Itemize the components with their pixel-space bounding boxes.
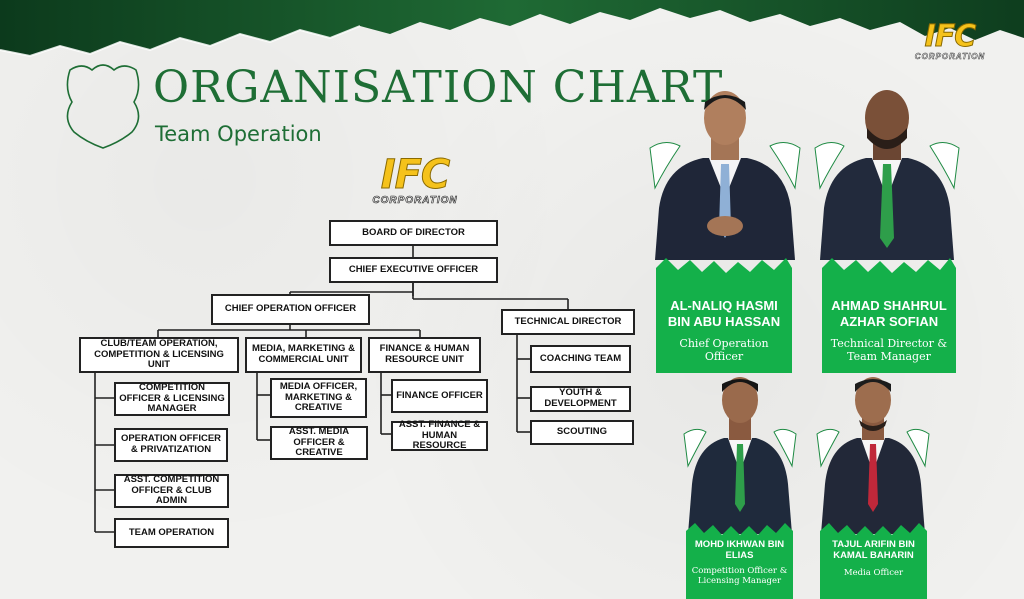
person-card: AHMAD SHAHRUL AZHAR SOFIAN Technical Dir… (822, 258, 956, 373)
club-unit-box: CLUB/TEAM OPERATION, COMPETITION & LICEN… (79, 337, 239, 373)
top-logo: IFC CORPORATION (900, 19, 1000, 62)
person-name: TAJUL ARIFIN BIN KAMAL BAHARIN (832, 539, 915, 562)
club-role-box: TEAM OPERATION (114, 518, 229, 548)
media-role-box: ASST. MEDIA OFFICER & CREATIVE (270, 426, 368, 460)
person-photo-media-officer (816, 377, 930, 534)
green-striped-tie-icon (880, 164, 894, 248)
person-photo-coo (649, 91, 801, 260)
center-logo: IFC CORPORATION (355, 152, 475, 207)
center-logo-word: IFC (380, 152, 451, 198)
person-photo-competition-officer (683, 377, 797, 534)
person-role: Chief Operation Officer (679, 337, 769, 364)
crest-outline-icon (66, 64, 140, 149)
person-role: Technical Director & Team Manager (830, 337, 948, 364)
person-name: AHMAD SHAHRUL AZHAR SOFIAN (831, 298, 947, 329)
page-title: ORGANISATION CHART (153, 62, 724, 113)
red-tie-icon (868, 444, 878, 512)
person-photo-technical-director (814, 90, 960, 260)
green-striped-tie-icon (735, 444, 745, 512)
club-role-box: OPERATION OFFICER & PRIVATIZATION (114, 428, 228, 462)
person-role: Competition Officer & Licensing Manager (691, 565, 788, 586)
media-role-box: MEDIA OFFICER, MARKETING & CREATIVE (270, 378, 367, 418)
ceo-box: CHIEF EXECUTIVE OFFICER (329, 257, 498, 283)
technical-director-box: TECHNICAL DIRECTOR (501, 309, 635, 335)
finance-role-box: FINANCE OFFICER (391, 379, 488, 413)
finance-role-box: ASST. FINANCE & HUMAN RESOURCE (391, 419, 488, 451)
center-logo-subtext: CORPORATION (372, 195, 458, 207)
page-subtitle: Team Operation (155, 122, 322, 146)
person-role: Media Officer (843, 567, 904, 578)
media-unit-box: MEDIA, MARKETING & COMMERCIAL UNIT (245, 337, 362, 373)
person-card: TAJUL ARIFIN BIN KAMAL BAHARIN Media Off… (820, 523, 927, 599)
finance-unit-box: FINANCE & HUMAN RESOURCE UNIT (368, 337, 481, 373)
tech-role-box: YOUTH & DEVELOPMENT (530, 386, 631, 412)
tech-role-box: SCOUTING (530, 420, 634, 445)
club-role-box: COMPETITION OFFICER & LICENSING MANAGER (114, 382, 230, 416)
tech-role-box: COACHING TEAM (530, 345, 631, 373)
coo-box: CHIEF OPERATION OFFICER (211, 294, 370, 325)
logo-subtext: CORPORATION (914, 52, 986, 62)
top-torn-band (0, 0, 1024, 58)
person-card: MOHD IKHWAN BIN ELIAS Competition Office… (686, 523, 793, 599)
person-card: AL-NALIQ HASMI BIN ABU HASSAN Chief Oper… (656, 258, 792, 373)
person-name: AL-NALIQ HASMI BIN ABU HASSAN (667, 298, 781, 329)
person-name: MOHD IKHWAN BIN ELIAS (694, 539, 785, 562)
board-of-director-box: BOARD OF DIRECTOR (329, 220, 498, 246)
logo-word: IFC (924, 19, 977, 54)
club-role-box: ASST. COMPETITION OFFICER & CLUB ADMIN (114, 474, 229, 508)
